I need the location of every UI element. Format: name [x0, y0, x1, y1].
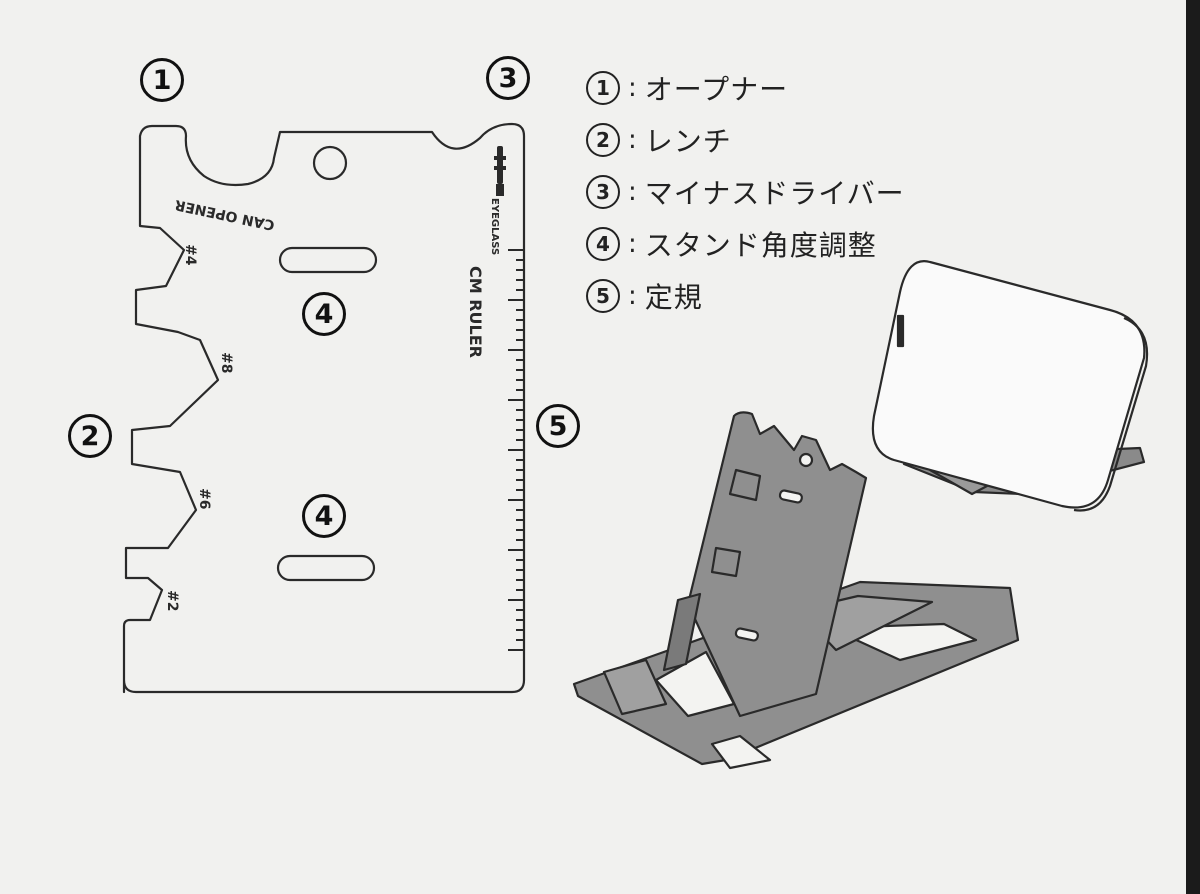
legend-row: 4 : スタンド角度調整 — [586, 218, 905, 270]
legend: 1 : オープナー 2 : レンチ 3 : マイナスドライバー 4 : スタンド… — [586, 62, 905, 322]
legend-row: 2 : レンチ — [586, 114, 905, 166]
stand-flap-left — [602, 658, 668, 716]
size-label-4: #4 — [182, 244, 198, 266]
stand-front-tab — [662, 592, 702, 672]
legend-num: 1 — [586, 71, 620, 105]
frame-edge — [1186, 0, 1200, 894]
card-outline — [122, 122, 526, 694]
legend-num: 5 — [586, 279, 620, 313]
legend-num: 4 — [586, 227, 620, 261]
legend-separator: : — [628, 229, 637, 259]
eyeglass-label: EYEGLASS — [489, 198, 500, 255]
stand-illustration — [572, 411, 1020, 770]
callout-stand-slot-top: 4 — [302, 292, 346, 336]
stand-top-hole — [798, 452, 814, 468]
callout-opener: 1 — [140, 58, 184, 102]
legend-label: スタンド角度調整 — [644, 229, 877, 262]
stand-slot-upper — [778, 489, 803, 504]
legend-separator: : — [628, 125, 637, 155]
legend-num: 2 — [586, 123, 620, 157]
legend-separator: : — [628, 177, 637, 207]
callout-screwdriver: 3 — [486, 56, 530, 100]
phone-side-edge — [1073, 316, 1149, 512]
stand-back-notches-2 — [710, 546, 742, 578]
card-hole — [312, 145, 348, 181]
screwdriver-glyph — [494, 146, 506, 196]
stand-base-cutout-bottom — [710, 734, 772, 770]
can-opener-label: CAN OPENER — [173, 196, 276, 233]
size-label-8: #8 — [218, 352, 234, 373]
cm-ruler-label: CM RULER — [466, 266, 485, 358]
size-label-6: #6 — [196, 488, 212, 509]
stand-slot-lower — [734, 627, 759, 642]
stand-back-notches — [728, 468, 762, 502]
legend-num: 3 — [586, 175, 620, 209]
legend-label: レンチ — [644, 125, 732, 158]
stand-slot-bottom — [276, 554, 376, 582]
callout-wrench: 2 — [68, 414, 112, 458]
legend-label: 定規 — [644, 281, 703, 314]
phone-body — [871, 260, 1146, 509]
legend-separator: : — [628, 73, 637, 103]
legend-separator: : — [628, 281, 637, 311]
ruler-ticks — [508, 249, 524, 651]
phone-illustration — [871, 260, 1149, 512]
legend-row: 5 : 定規 — [586, 270, 905, 322]
legend-row: 1 : オープナー — [586, 62, 905, 114]
stand-slot-top — [278, 246, 378, 274]
card-tool — [122, 122, 526, 694]
legend-label: マイナスドライバー — [644, 177, 905, 210]
size-label-2: #2 — [164, 590, 180, 611]
phone-side-button — [896, 314, 905, 348]
legend-row: 3 : マイナスドライバー — [586, 166, 905, 218]
callout-ruler: 5 — [536, 404, 580, 448]
callout-stand-slot-bottom: 4 — [302, 494, 346, 538]
legend-label: オープナー — [644, 73, 789, 106]
